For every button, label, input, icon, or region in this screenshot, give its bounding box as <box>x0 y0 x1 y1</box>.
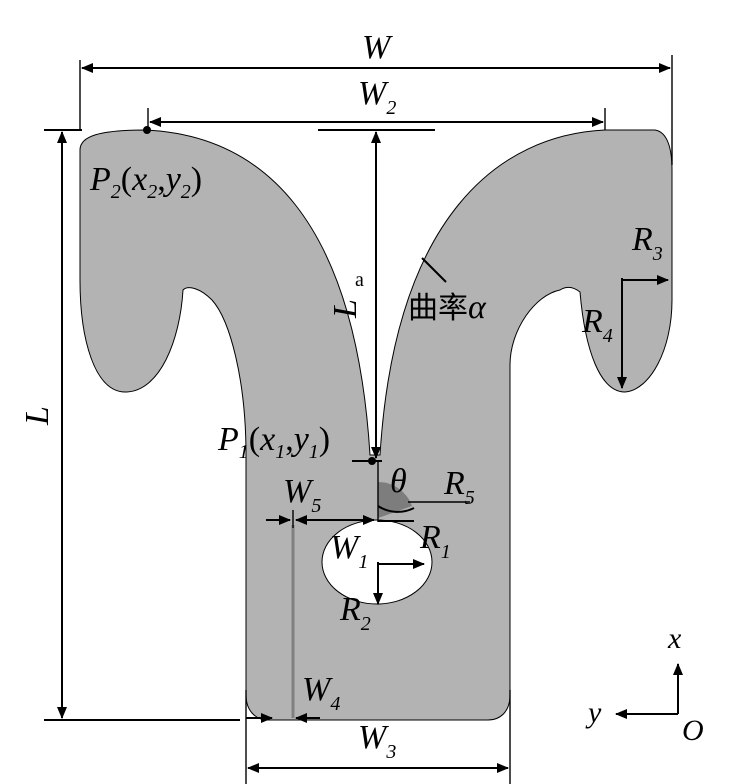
label-La: L <box>327 299 364 319</box>
t-shape-body <box>79 129 673 721</box>
curvature-leader <box>421 257 447 283</box>
label-P2: P2(x2,y2) <box>89 161 202 203</box>
label-R3: R3 <box>631 221 663 265</box>
label-R1: R1 <box>419 519 451 563</box>
label-L: L <box>19 406 56 426</box>
label-W1: W1 <box>330 529 368 573</box>
label-W: W <box>362 29 393 66</box>
theta-arc <box>377 505 415 513</box>
label-R2: R2 <box>339 591 371 635</box>
label-W3: W3 <box>358 719 396 763</box>
label-curvature: 曲率α <box>408 289 487 326</box>
label-theta: θ <box>390 463 407 500</box>
label-La-sub: a <box>355 269 364 291</box>
label-R4: R4 <box>581 303 613 347</box>
axis-x-label: x <box>667 622 682 655</box>
label-P1: P1(x1,y1) <box>217 421 330 463</box>
label-W5: W5 <box>283 473 321 517</box>
axis-origin-label: O <box>682 714 704 747</box>
theta-sector <box>378 481 412 518</box>
label-R5: R5 <box>443 465 475 509</box>
point-p2-marker <box>143 126 151 134</box>
point-p1-marker <box>368 457 376 465</box>
label-W2: W2 <box>358 75 396 119</box>
axis-y-label: y <box>585 696 602 729</box>
label-W4: W4 <box>302 671 340 715</box>
